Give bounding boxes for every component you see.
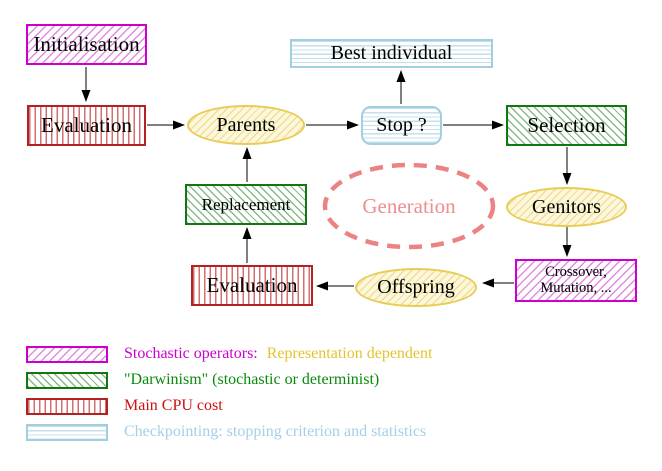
node-replacement: Replacement — [185, 184, 307, 225]
node-evaluation-bottom: Evaluation — [191, 265, 313, 306]
legend-swatch-cyan-stripes — [26, 423, 108, 441]
node-stop: Stop ? — [361, 106, 442, 145]
legend-label-darwinism: "Darwinism" (stochastic or determinist) — [124, 371, 380, 388]
legend-row-darwinism: "Darwinism" (stochastic or determinist) — [26, 371, 379, 389]
legend-row-stochastic-operators: Stochastic operators: Representation dep… — [26, 345, 432, 363]
legend-swatch-red-stripes — [26, 397, 108, 415]
legend-swatch-green-hatch — [26, 371, 108, 389]
node-initialisation-label: Initialisation — [33, 32, 140, 57]
legend-label-representation-dependent: Representation dependent — [266, 345, 433, 362]
node-best-individual: Best individual — [290, 39, 493, 68]
legend-label-checkpointing: Checkpointing: stopping criterion and st… — [124, 423, 427, 440]
node-replacement-label: Replacement — [201, 194, 291, 214]
node-offspring: Offspring — [355, 268, 477, 307]
node-parents-label: Parents — [216, 113, 276, 136]
legend-label-stochastic-operators: Stochastic operators: — [124, 345, 258, 362]
node-evaluation-top-label: Evaluation — [41, 113, 132, 138]
node-evaluation-bottom-label: Evaluation — [206, 273, 298, 298]
generation-label: Generation — [362, 194, 456, 218]
node-crossover-line1: Crossover, — [545, 264, 607, 281]
node-parents: Parents — [187, 105, 305, 145]
legend-label-main-cpu-cost: Main CPU cost — [124, 397, 223, 414]
node-crossover-mutation: Crossover, Mutation, ... — [515, 259, 637, 302]
node-selection-label: Selection — [527, 113, 606, 138]
node-genitors-label: Genitors — [532, 195, 601, 218]
node-evaluation-top: Evaluation — [27, 105, 146, 146]
legend-row-main-cpu-cost: Main CPU cost — [26, 397, 223, 415]
node-initialisation: Initialisation — [26, 24, 147, 65]
legend-row-checkpointing: Checkpointing: stopping criterion and st… — [26, 423, 426, 441]
node-best-individual-label: Best individual — [330, 42, 453, 64]
node-genitors: Genitors — [506, 187, 627, 227]
node-stop-label: Stop ? — [376, 114, 427, 136]
node-offspring-label: Offspring — [377, 276, 455, 298]
node-crossover-line2: Mutation, ... — [540, 279, 612, 296]
node-selection: Selection — [506, 105, 627, 146]
legend-swatch-magenta-hatch — [26, 345, 108, 363]
